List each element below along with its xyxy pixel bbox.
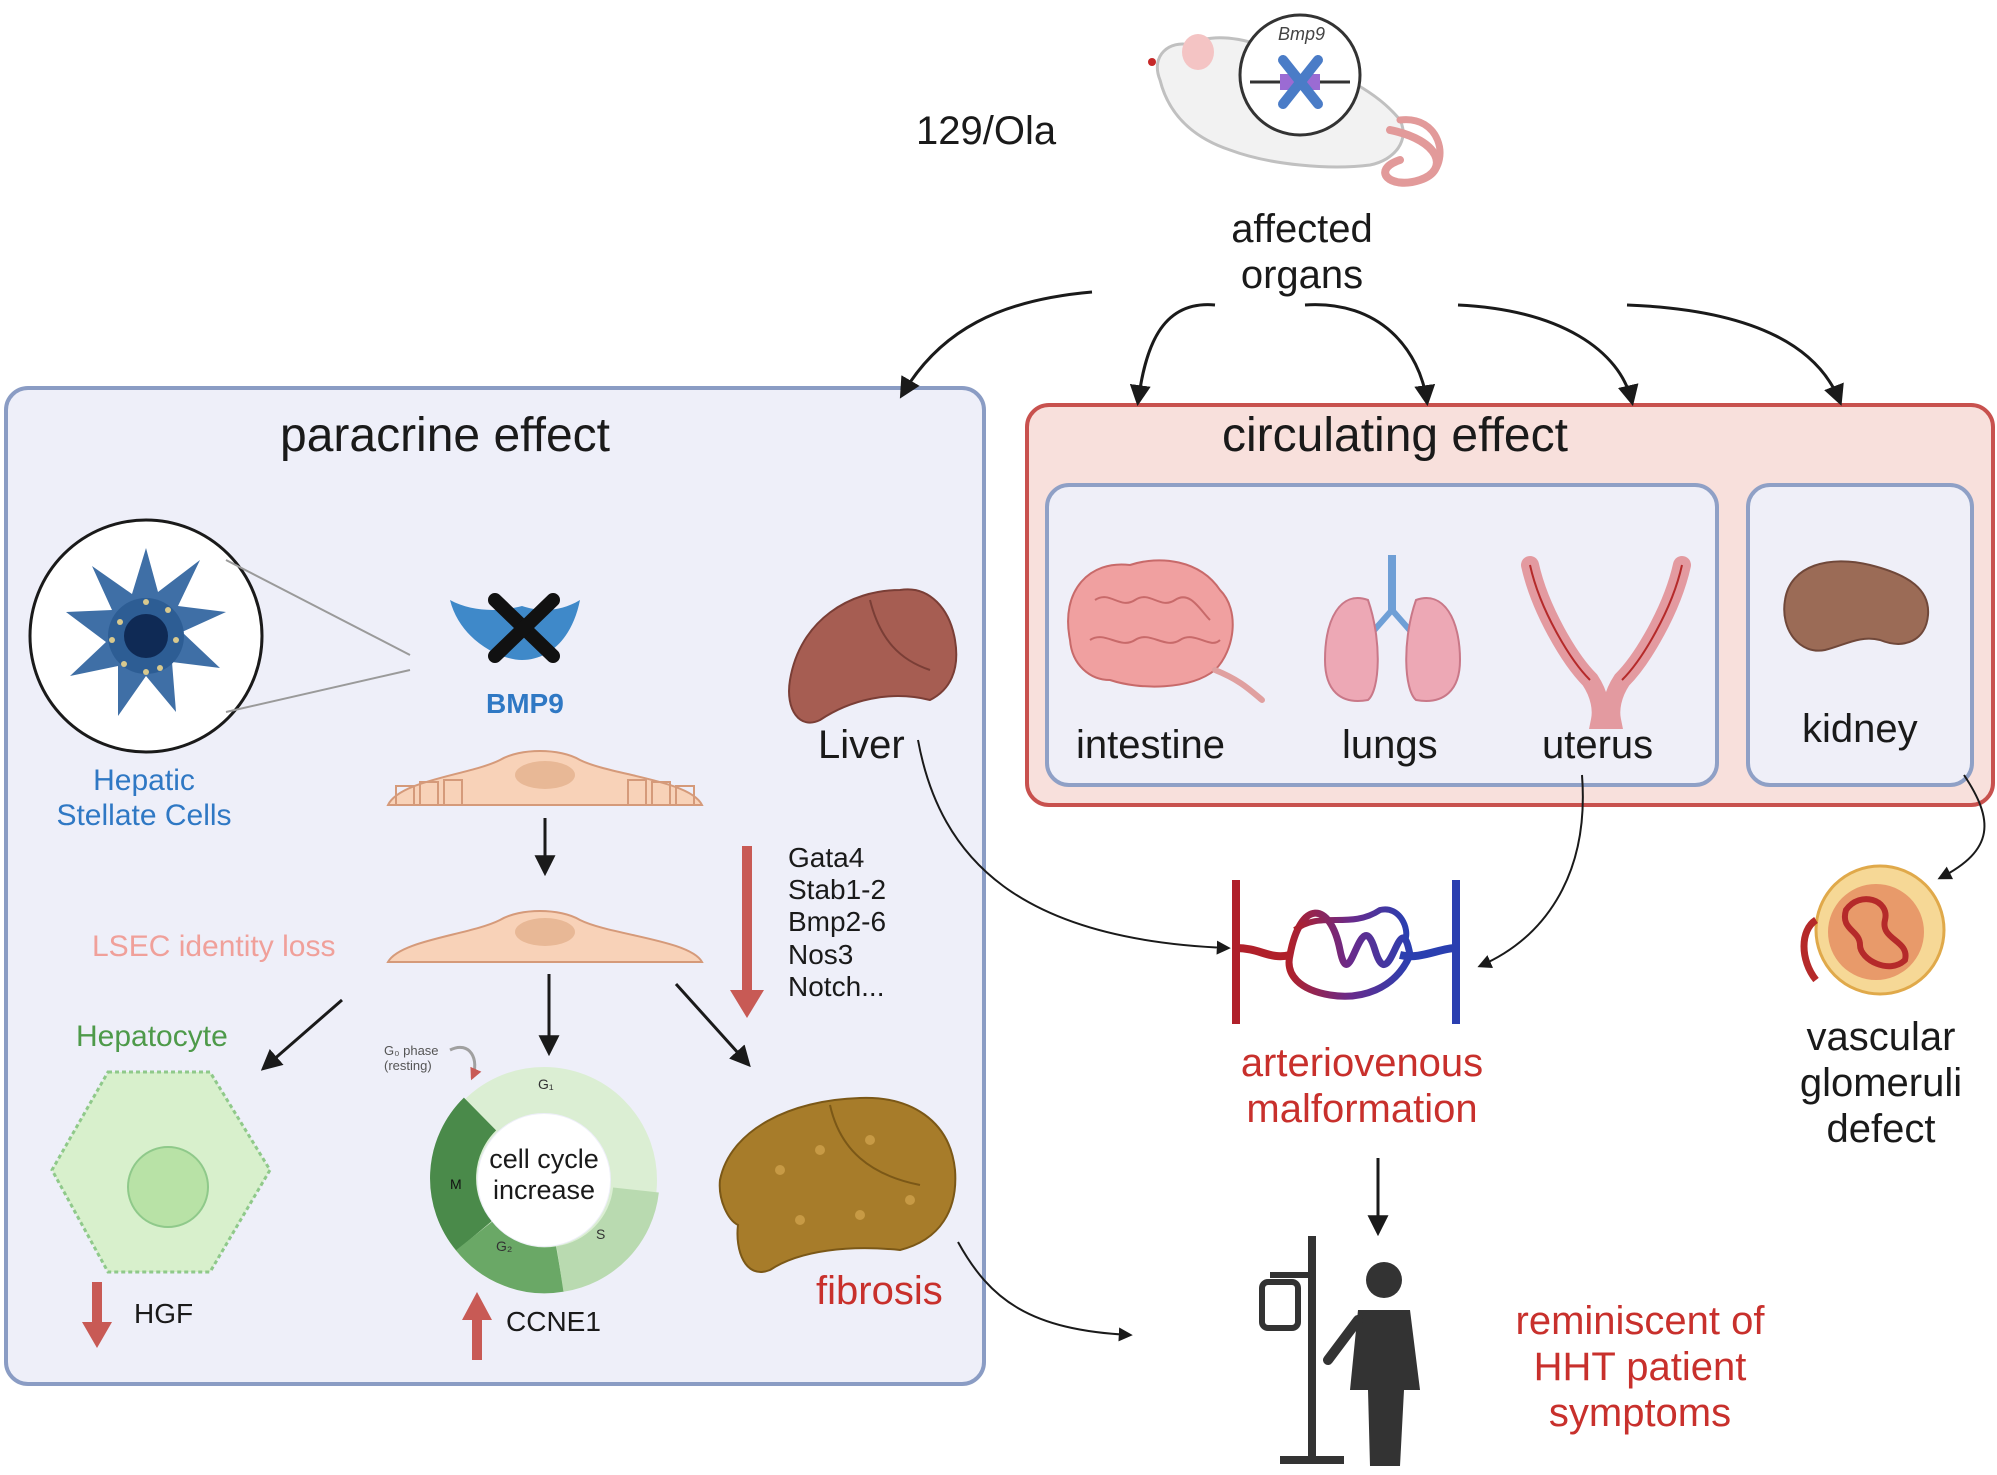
- cell-cycle-ring-icon: [430, 1045, 659, 1294]
- paracrine-title: paracrine effect: [280, 409, 610, 462]
- stellate-cell-icon: [28, 518, 264, 754]
- gene-item: Bmp2-6: [788, 906, 887, 938]
- organ-label-lungs: lungs: [1342, 723, 1438, 767]
- gene-item: Notch...: [788, 970, 885, 1002]
- intestine-icon: [1067, 559, 1265, 703]
- mouse-icon: [1148, 13, 1444, 187]
- avm-icon: [1232, 880, 1460, 1024]
- g0-phase-label: G₀ phase (resting): [384, 1043, 439, 1073]
- gene-label: Bmp9: [1278, 24, 1326, 44]
- hsc-label: Hepatic Stellate Cells: [56, 764, 232, 832]
- phase-g2-label: G₂: [496, 1238, 513, 1254]
- lsec-identity-loss-label: LSEC identity loss: [92, 930, 336, 963]
- patient-icon: [1259, 1236, 1420, 1466]
- organ-subpanel: [1045, 483, 1719, 787]
- hgf-label: HGF: [134, 1298, 194, 1329]
- organ-label-uterus: uterus: [1542, 723, 1654, 767]
- bmp9-label: BMP9: [486, 688, 564, 719]
- hht-symptoms-label: reminiscent of HHT patient symptoms: [1515, 1299, 1765, 1435]
- bmp9-icon: [450, 593, 580, 663]
- kidney-icon: [1783, 560, 1930, 652]
- gene-item: Gata4: [788, 842, 865, 873]
- fibrotic-liver-icon: [718, 1096, 957, 1273]
- phase-s-label: S: [596, 1226, 606, 1242]
- fibrosis-label: fibrosis: [816, 1269, 943, 1313]
- glomeruli-defect-label: vascular glomeruli defect: [1799, 1015, 1963, 1151]
- genes-down-arrow-icon: [730, 846, 764, 1018]
- kidney-label: kidney: [1802, 707, 1918, 751]
- gene-list: Gata4 Stab1-2 Bmp2-6 Nos3 Notch...: [788, 842, 928, 1003]
- gene-item: Nos3: [788, 938, 854, 970]
- liver-label: Liver: [818, 723, 905, 767]
- circulating-title: circulating effect: [1222, 409, 1568, 462]
- cell-cycle-label: cell cycle increase: [489, 1144, 599, 1206]
- glomerulus-icon: [1800, 864, 1946, 996]
- hepatocyte-icon: [50, 1070, 272, 1274]
- phase-m-label: M: [450, 1176, 462, 1192]
- affected-organs-label: affected organs: [1231, 207, 1373, 297]
- phase-g1-label: G₁: [538, 1076, 554, 1092]
- gene-item: Stab1-2: [788, 874, 887, 906]
- lungs-icon: [1323, 555, 1462, 702]
- ccne1-up-arrow-icon: [462, 1292, 492, 1360]
- liver-icon: [788, 588, 958, 724]
- lsec-identity-loss-icon: [386, 910, 704, 963]
- lsec-fenestrated-icon: [386, 750, 704, 806]
- hepatocyte-label: Hepatocyte: [76, 1020, 228, 1053]
- organ-label-intestine: intestine: [1076, 723, 1225, 767]
- avm-label: arteriovenous malformation: [1240, 1041, 1484, 1131]
- ccne1-label: CCNE1: [506, 1306, 601, 1337]
- uterus-icon: [1521, 556, 1691, 729]
- hgf-down-arrow-icon: [82, 1282, 112, 1348]
- mouse-strain-label: 129/Ola: [916, 109, 1057, 153]
